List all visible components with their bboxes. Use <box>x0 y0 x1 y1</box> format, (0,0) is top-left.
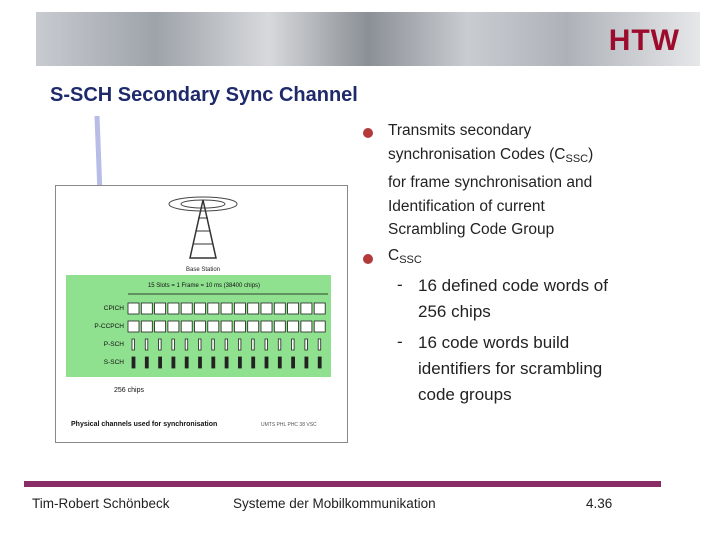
slot-mark <box>180 320 193 333</box>
slot-mark <box>184 338 189 351</box>
slot-mark <box>277 338 282 351</box>
slot-mark <box>224 338 229 351</box>
slot-mark <box>131 338 135 351</box>
slot-mark <box>207 320 220 333</box>
sub-bullet-1-text: 16 defined code words of 256 chips <box>418 276 608 321</box>
slot-mark <box>251 356 256 369</box>
slot-mark <box>167 320 180 333</box>
slot-mark <box>313 302 326 315</box>
slot-mark <box>198 338 202 351</box>
footer-course: Systeme der Mobilkommunikation <box>233 496 436 511</box>
slot-mark <box>184 356 189 369</box>
slot-mark <box>277 356 282 369</box>
slot-mark <box>154 302 166 315</box>
slot-mark <box>198 356 202 369</box>
channel-label: P-CCPCH <box>94 323 124 330</box>
slot-mark <box>154 320 166 333</box>
slot-mark <box>207 302 220 315</box>
slot-mark <box>237 356 242 369</box>
dash-icon: - <box>397 332 403 351</box>
sync-channels-figure: Base Station 15 Slots = 1 Frame = 10 ms … <box>55 185 348 443</box>
slot-mark <box>287 320 300 333</box>
slot-mark <box>300 320 313 333</box>
sync-channels-diagram: Base Station 15 Slots = 1 Frame = 10 ms … <box>66 196 331 428</box>
slot-mark <box>273 320 286 333</box>
figure-credit: UMTS PHL PHC 38 VSC <box>261 422 317 428</box>
bullet-2-text: CSSC <box>388 247 422 266</box>
bullet-1-text: Transmits secondary synchronisation Code… <box>388 122 594 238</box>
slot-mark <box>291 356 296 369</box>
slot-mark <box>194 302 206 315</box>
footer-divider <box>24 481 661 487</box>
slot-mark <box>233 302 246 315</box>
footer-author: Tim-Robert Schönbeck <box>32 496 170 511</box>
base-station-label: Base Station <box>186 267 220 273</box>
slot-mark <box>167 302 180 315</box>
slot-mark <box>211 338 215 351</box>
slot-mark <box>291 338 295 351</box>
slot-mark <box>317 356 322 369</box>
slot-mark <box>304 356 309 369</box>
slot-mark <box>287 302 300 315</box>
bullet-icon <box>363 254 373 264</box>
slot-mark <box>211 356 216 369</box>
bullet-icon <box>363 128 373 138</box>
channel-label: CPICH <box>104 305 125 312</box>
slot-mark <box>251 338 255 351</box>
slot-mark <box>171 356 176 369</box>
slot-mark <box>264 356 269 369</box>
slot-mark <box>194 320 206 333</box>
slot-mark <box>158 356 162 369</box>
slot-mark <box>304 338 308 351</box>
slot-mark <box>144 338 149 351</box>
slot-mark <box>300 302 313 315</box>
base-station-tower-icon <box>168 196 238 259</box>
slide-title: S-SCH Secondary Sync Channel <box>50 84 358 106</box>
dash-icon: - <box>397 275 403 294</box>
footer-page-number: 4.36 <box>586 496 613 511</box>
chips-label: 256 chips <box>114 387 144 394</box>
slot-mark <box>131 356 136 369</box>
slot-mark <box>260 320 273 333</box>
slot-mark <box>171 338 175 351</box>
slot-mark <box>317 338 322 351</box>
slot-mark <box>144 356 149 369</box>
slot-mark <box>158 338 162 351</box>
slot-mark <box>273 302 286 315</box>
channel-label: P-SCH <box>104 341 125 348</box>
frame-label: 15 Slots = 1 Frame = 10 ms (38400 chips) <box>148 283 260 289</box>
slot-mark <box>233 320 246 333</box>
slot-mark <box>260 302 273 315</box>
slot-mark <box>264 338 268 351</box>
slot-mark <box>313 320 326 333</box>
sub-bullet-2-text: 16 code words build identifiers for scra… <box>418 333 603 404</box>
slot-mark <box>247 320 260 333</box>
slot-mark <box>220 320 233 333</box>
htw-logo: HTW <box>608 24 680 57</box>
slot-mark <box>140 320 153 333</box>
slot-mark <box>220 302 233 315</box>
figure-caption: Physical channels used for synchronisati… <box>71 421 217 428</box>
slot-mark <box>180 302 193 315</box>
slot-mark <box>127 302 140 315</box>
slot-mark <box>237 338 242 351</box>
channel-label: S-SCH <box>104 359 125 366</box>
header-banner-image: HTW <box>36 12 700 66</box>
slot-mark <box>140 302 153 315</box>
slot-mark <box>224 356 229 369</box>
slot-mark <box>127 320 140 333</box>
slot-mark <box>247 302 260 315</box>
